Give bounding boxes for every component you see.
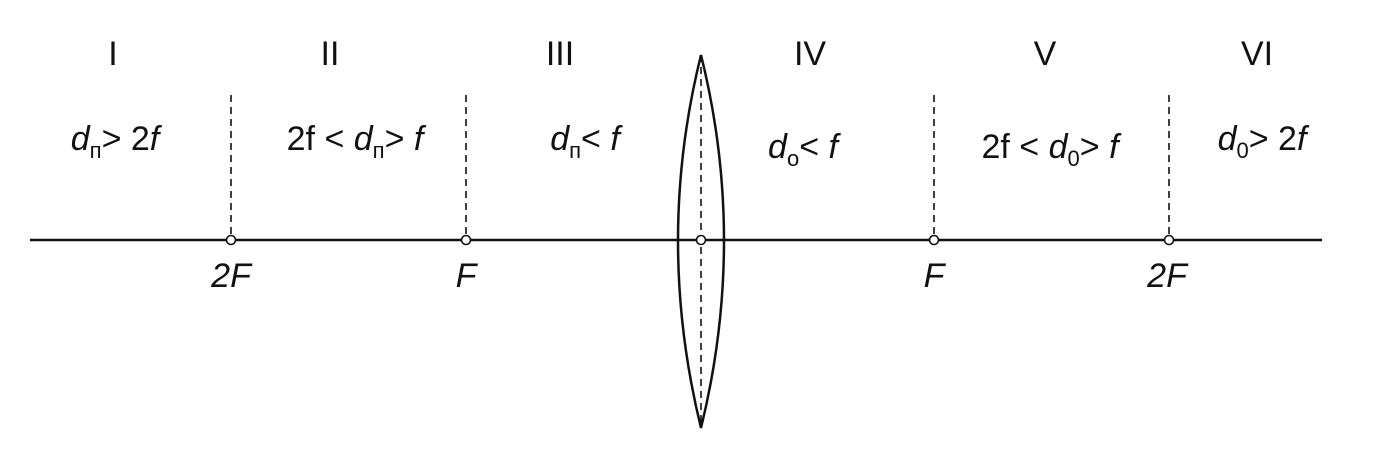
condition-prefix: 2f <	[287, 120, 354, 158]
condition-prefix: 2f <	[981, 128, 1048, 166]
condition-focal: f	[414, 120, 427, 158]
condition-variable: d	[71, 120, 91, 158]
label-right-2f: 2F	[1146, 257, 1189, 295]
condition-subscript: 0	[1237, 138, 1249, 163]
region-condition: dп> 2f	[71, 120, 163, 163]
condition-focal: f	[829, 128, 842, 166]
condition-variable: d	[1218, 120, 1238, 158]
point-lens-center	[695, 234, 707, 246]
condition-subscript: 0	[1068, 146, 1080, 171]
label-left-2f: 2F	[210, 257, 253, 295]
region-numeral: V	[1034, 35, 1057, 73]
condition-relation: <	[799, 128, 828, 166]
region-condition: 2f < dп> f	[287, 120, 427, 163]
condition-subscript: п	[569, 138, 581, 163]
condition-variable: d	[1049, 128, 1069, 166]
label-left-f: F	[456, 257, 479, 295]
condition-subscript: п	[373, 138, 385, 163]
region-numeral: VI	[1241, 35, 1273, 73]
condition-relation: > 2	[1249, 120, 1297, 158]
region-numeral: II	[321, 35, 340, 73]
point-left-2f	[225, 234, 237, 246]
condition-relation: >	[1080, 128, 1109, 166]
point-right-2f	[1163, 234, 1175, 246]
condition-variable: d	[354, 120, 374, 158]
condition-focal: f	[1109, 128, 1122, 166]
point-left-f	[460, 234, 472, 246]
condition-focal: f	[610, 120, 623, 158]
point-right-f	[928, 234, 940, 246]
condition-focal: f	[1297, 120, 1310, 158]
region-condition: 2f < d0> f	[981, 128, 1122, 171]
label-right-f: F	[924, 257, 947, 295]
region-condition: dо< f	[768, 128, 841, 171]
condition-variable: d	[550, 120, 570, 158]
condition-subscript: п	[90, 138, 102, 163]
condition-subscript: о	[787, 146, 799, 171]
region-numeral: I	[108, 35, 117, 73]
region-condition: d0> 2f	[1218, 120, 1310, 163]
condition-variable: d	[768, 128, 788, 166]
region-numeral: III	[546, 35, 574, 73]
condition-relation: > 2	[102, 120, 150, 158]
region-numeral: IV	[794, 35, 826, 73]
condition-focal: f	[150, 120, 163, 158]
condition-relation: >	[385, 120, 414, 158]
region-condition: dп< f	[550, 120, 623, 163]
condition-relation: <	[581, 120, 610, 158]
